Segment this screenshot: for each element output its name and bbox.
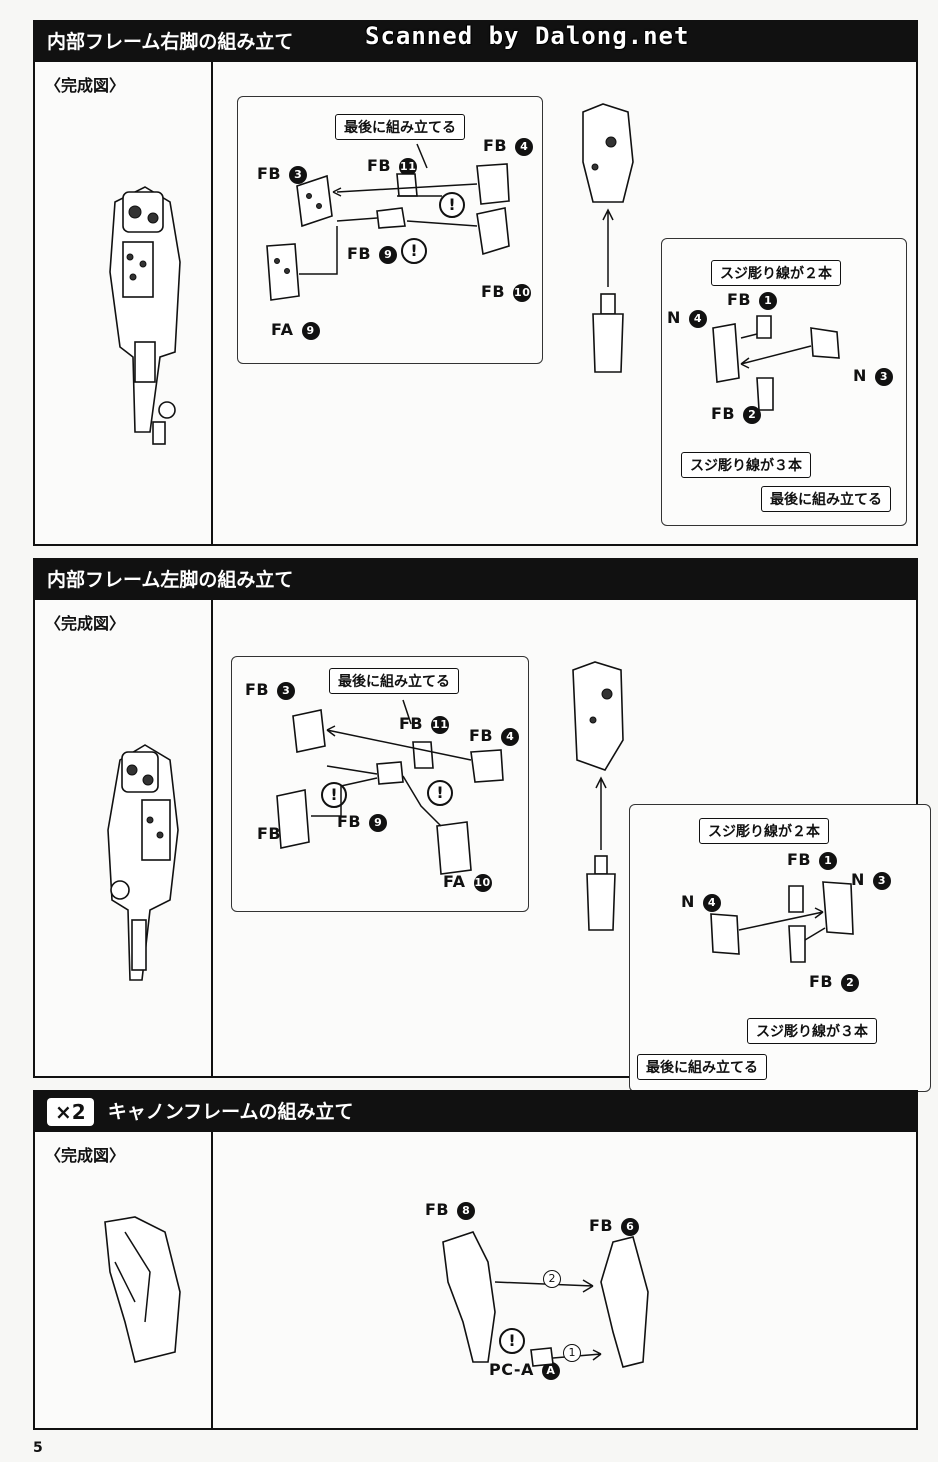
- warning-icon: !: [439, 192, 465, 218]
- label-fb3: FB 3: [245, 680, 296, 700]
- callout-last-assemble: 最後に組み立てる: [761, 486, 891, 512]
- lower-subassembly-panel: [661, 238, 907, 526]
- section-cannon-frame: ×2 キャノンフレームの組み立て 〈完成図〉 FB 8 FB 6 PC-A A …: [33, 1090, 918, 1430]
- completed-label: 〈完成図〉: [45, 1146, 126, 1165]
- callout-two-lines: スジ彫り線が２本: [711, 260, 841, 286]
- label-fb6: FB 6: [589, 1216, 640, 1236]
- section-title: キャノンフレームの組み立て: [107, 1101, 354, 1123]
- step-number: 2: [543, 1270, 561, 1288]
- label-n4: N 4: [681, 892, 721, 912]
- completed-label: 〈完成図〉: [45, 76, 126, 95]
- label-fb4: FB 4: [483, 136, 534, 156]
- lower-subassembly-parts: [712, 315, 840, 411]
- label-n3: N 3: [853, 366, 893, 386]
- section-title-bar: ×2 キャノンフレームの組み立て: [35, 1092, 916, 1132]
- callout-last-assemble: 最後に組み立てる: [637, 1054, 767, 1080]
- warning-icon: !: [499, 1328, 525, 1354]
- label-fb1: FB 1: [787, 850, 838, 870]
- final-leg-assembly: [582, 103, 634, 373]
- lower-subassembly-panel: [629, 804, 931, 1092]
- callout-two-lines: スジ彫り線が２本: [699, 818, 829, 844]
- label-n4: N 4: [667, 308, 707, 328]
- step-number: 1: [563, 1344, 581, 1362]
- label-fa9: FA 9: [271, 320, 320, 340]
- label-fb4: FB 4: [469, 726, 520, 746]
- callout-three-lines: スジ彫り線が３本: [681, 452, 811, 478]
- section-left-leg: 内部フレーム左脚の組み立て 〈完成図〉 最後に組み立てる FB 3 FB 11 …: [33, 558, 931, 1092]
- warning-icon: !: [427, 780, 453, 806]
- label-pc-a: PC-A A: [489, 1360, 560, 1380]
- completed-right-leg-illustration: [109, 186, 181, 445]
- label-fb2: FB 2: [711, 404, 762, 424]
- label-fb11: FB 11: [367, 156, 418, 176]
- completed-left-leg-illustration: [107, 744, 179, 981]
- completed-view-panel: 〈完成図〉: [35, 600, 213, 1076]
- scan-watermark: Scanned by Dalong.net: [365, 22, 690, 50]
- callout-three-lines: スジ彫り線が３本: [747, 1018, 877, 1044]
- label-fb9: FB 9: [347, 244, 398, 264]
- completed-label: 〈完成図〉: [45, 614, 126, 633]
- assembly-diagram: 最後に組み立てる FB 3 FB 11 FB 4 FB 9 FB 10 FA 9…: [213, 62, 916, 544]
- section-right-leg: 内部フレーム右脚の組み立て 〈完成図〉 最後に組み立てる FB 3 FB 11 …: [33, 20, 918, 546]
- label-fb3: FB 3: [257, 164, 308, 184]
- label-fb10: FB 10: [481, 282, 532, 302]
- label-n3: N 3: [851, 870, 891, 890]
- label-fb2: FB 2: [809, 972, 860, 992]
- page-number: 5: [33, 1440, 43, 1456]
- callout-last-assemble: 最後に組み立てる: [335, 114, 465, 140]
- quantity-multiplier-badge: ×2: [47, 1098, 94, 1126]
- final-leg-assembly: [572, 661, 624, 931]
- lower-subassembly-parts: [710, 881, 854, 963]
- assembly-diagram: FB 8 FB 6 PC-A A ! 2 1: [213, 1132, 916, 1428]
- section-title: 内部フレーム左脚の組み立て: [35, 560, 916, 600]
- completed-cannon-frame-illustration: [104, 1216, 181, 1363]
- callout-last-assemble: 最後に組み立てる: [329, 668, 459, 694]
- warning-icon: !: [401, 238, 427, 264]
- label-fa10: FA 10: [443, 872, 492, 892]
- upper-subassembly-parts: [276, 699, 504, 875]
- completed-view-panel: 〈完成図〉: [35, 62, 213, 544]
- label-fb8: FB 8: [425, 1200, 476, 1220]
- upper-subassembly-parts: [266, 143, 510, 301]
- completed-view-panel: 〈完成図〉: [35, 1132, 213, 1428]
- warning-icon: !: [321, 782, 347, 808]
- label-fb9: FB 9: [337, 812, 388, 832]
- cannon-frame-parts: [442, 1231, 649, 1368]
- label-fb1: FB 1: [727, 290, 778, 310]
- section-title: 内部フレーム右脚の組み立て: [35, 22, 916, 62]
- assembly-diagram: 最後に組み立てる FB 3 FB 11 FB 4 FB 9 FB 10 FA 1…: [213, 600, 931, 1092]
